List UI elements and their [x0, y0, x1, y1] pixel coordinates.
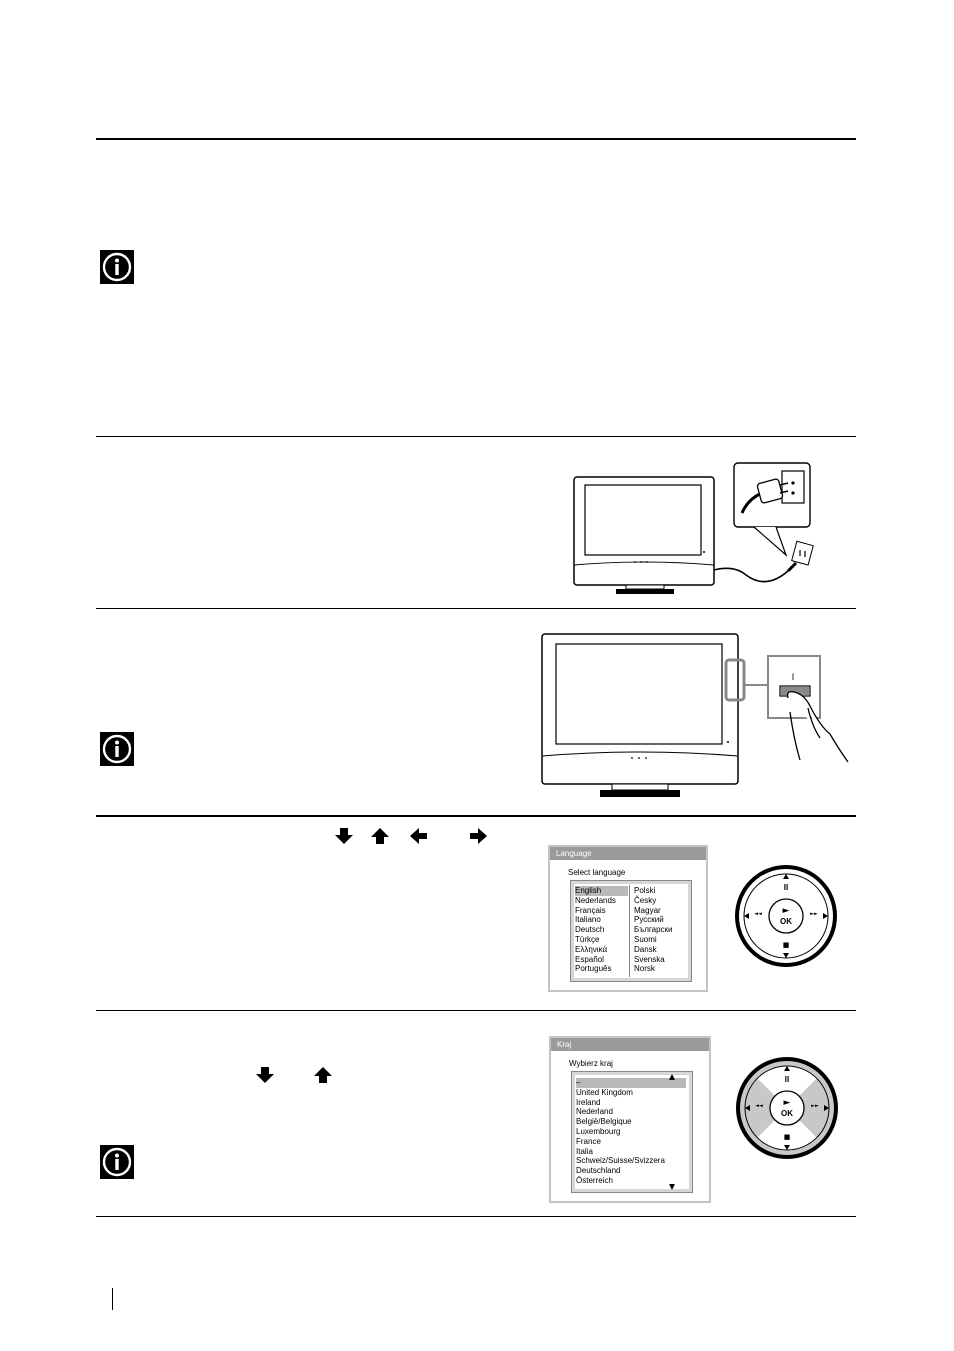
list-item[interactable]: Norsk — [634, 964, 655, 974]
language-column-divider — [629, 885, 630, 977]
list-item[interactable]: Schweiz/Suisse/Svizzera — [576, 1156, 665, 1166]
ok-label: OK — [780, 917, 792, 926]
tv-power-switch-illustration: I — [541, 633, 849, 797]
stop-symbol: ■ — [784, 1133, 791, 1141]
top-rule — [96, 138, 856, 140]
rewind-symbol: ◄◄ — [754, 911, 762, 917]
info-icon — [100, 732, 134, 766]
arrow-up-icon — [371, 828, 389, 844]
list-item[interactable]: Français — [575, 905, 606, 915]
ok-label: OK — [781, 1109, 793, 1118]
list-item[interactable]: Deutschland — [576, 1166, 621, 1176]
list-item[interactable]: Türkçe — [575, 934, 600, 944]
list-item[interactable]: Magyar — [634, 905, 661, 915]
remote-navigation-pad: ► OK II ■ ◄◄ ►► — [735, 865, 837, 967]
section-rule-5 — [96, 1216, 856, 1217]
arrow-up-icon — [314, 1067, 332, 1083]
scroll-up-icon — [669, 1074, 675, 1080]
list-item[interactable]: Deutsch — [575, 925, 605, 935]
pause-symbol: II — [785, 1075, 789, 1084]
remote-navigation-pad-updown: ► OK II ■ ◄◄ ►► — [736, 1057, 838, 1159]
arrow-down-icon — [335, 828, 353, 844]
list-item[interactable]: België/Belgique — [576, 1117, 632, 1127]
section-rule-2 — [96, 608, 856, 609]
list-item[interactable]: Dansk — [634, 944, 657, 954]
menu-title: Kraj — [551, 1038, 709, 1051]
stop-symbol: ■ — [783, 941, 790, 949]
list-item[interactable]: France — [576, 1136, 601, 1146]
list-item[interactable]: Česky — [634, 895, 657, 905]
menu-subtitle: Wybierz kraj — [569, 1059, 613, 1068]
fast-forward-symbol: ►► — [810, 911, 818, 917]
arrow-left-icon — [410, 828, 427, 844]
fast-forward-symbol: ►► — [811, 1103, 819, 1109]
pause-symbol: II — [784, 883, 788, 892]
tv-power-cable-illustration — [573, 462, 814, 594]
list-item[interactable]: Español — [575, 954, 604, 964]
rewind-symbol: ◄◄ — [755, 1103, 763, 1109]
list-item[interactable]: Italia — [576, 1146, 593, 1156]
list-item[interactable]: Nederlands — [575, 895, 616, 905]
list-item[interactable]: Português — [575, 964, 612, 974]
list-item[interactable]: Svenska — [634, 954, 665, 964]
list-item[interactable]: Luxembourg — [576, 1126, 621, 1136]
page-gutter-mark — [112, 1288, 113, 1310]
arrow-down-icon — [256, 1067, 274, 1083]
list-item[interactable]: Nederland — [576, 1107, 613, 1117]
play-symbol: ► — [783, 906, 790, 916]
menu-subtitle: Select language — [568, 868, 626, 877]
section-rule-3 — [96, 815, 856, 817]
list-item[interactable]: Suomi — [634, 934, 657, 944]
list-item[interactable]: United Kingdom — [576, 1087, 633, 1097]
list-item[interactable]: Polski — [634, 886, 656, 895]
arrow-right-icon — [470, 828, 487, 844]
list-item[interactable]: Ελληνικά — [575, 944, 608, 954]
list-item[interactable]: Русский — [634, 915, 664, 925]
info-icon — [100, 250, 134, 284]
list-item[interactable]: English — [575, 886, 628, 896]
list-item[interactable]: Ireland — [576, 1097, 601, 1107]
list-item[interactable]: – — [576, 1078, 686, 1088]
scroll-down-icon — [669, 1184, 675, 1190]
list-item[interactable]: Български — [634, 925, 673, 935]
menu-title: Language — [550, 847, 706, 860]
list-item[interactable]: Italiano — [575, 915, 601, 925]
power-switch-on-mark: I — [792, 672, 795, 682]
section-rule-4 — [96, 1010, 856, 1011]
section-rule-1 — [96, 436, 856, 437]
list-item[interactable]: Österreich — [576, 1175, 613, 1185]
info-icon — [100, 1145, 134, 1179]
play-symbol: ► — [784, 1098, 791, 1108]
